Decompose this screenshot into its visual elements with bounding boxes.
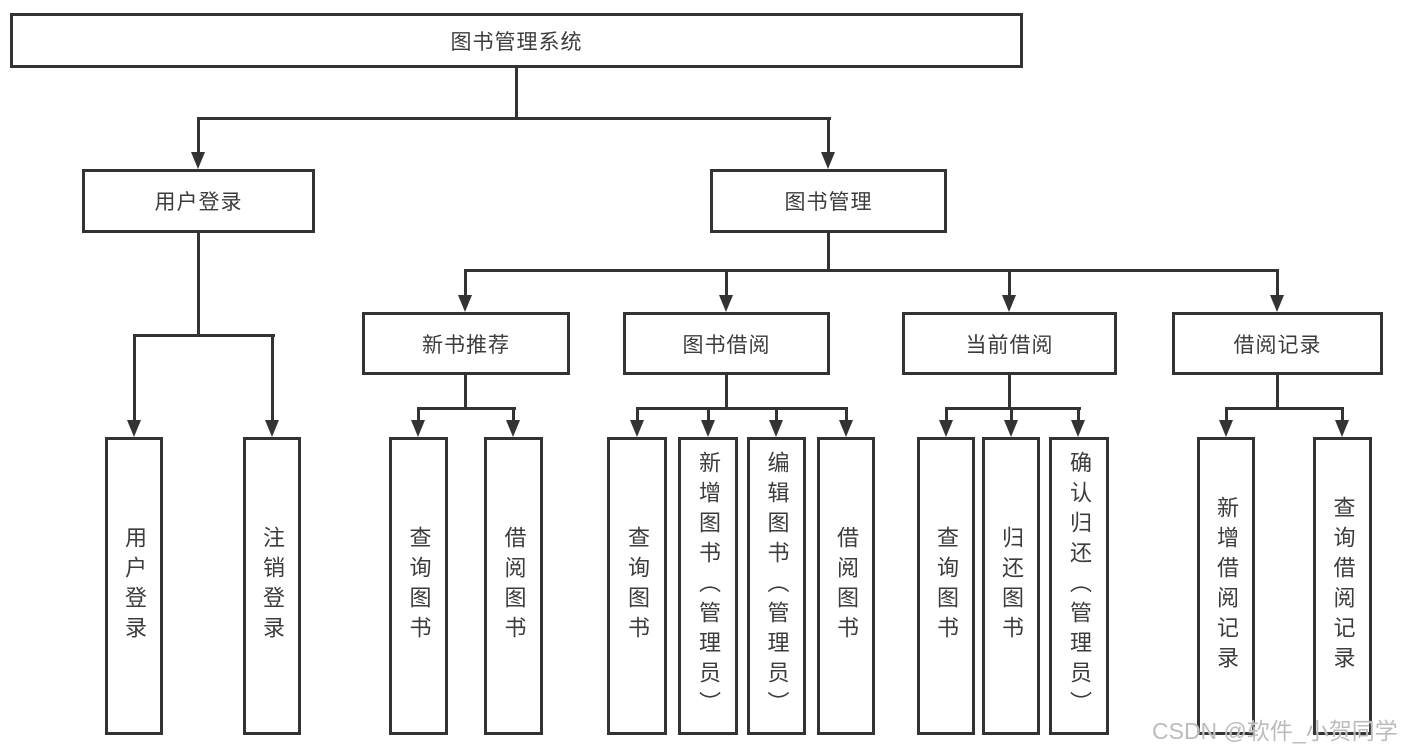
connector-line [197,117,831,120]
node-root-label: 图书管理系统 [450,30,583,54]
connector-line [636,407,847,410]
node-user-login: 用户登录 [82,169,315,233]
connector-line [945,407,1081,410]
node-book-management-label: 图书管理 [784,191,873,214]
connector-line [464,269,467,296]
connector-line [133,334,136,420]
connector-line [464,375,467,409]
node-book-borrow-label: 图书借阅 [682,333,771,357]
arrowhead-down-icon [1002,295,1016,312]
node-leaf-cb-return-books-label: 归还图书 [999,526,1024,646]
node-leaf-bb-borrow-books-label: 借阅图书 [834,526,859,646]
arrowhead-down-icon [630,420,644,437]
node-leaf-bb-borrow-books: 借阅图书 [817,437,875,735]
arrowhead-down-icon [1071,420,1085,437]
node-leaf-cb-confirm-return-admin: 确认归还（管理员） [1049,437,1109,735]
arrowhead-down-icon [1219,420,1233,437]
arrowhead-down-icon [701,420,715,437]
node-leaf-bb-edit-books-admin-label: 编辑图书（管理员） [764,451,790,721]
node-leaf-user-login-label: 用户登录 [122,526,147,646]
connector-line [1077,407,1080,421]
connector-line [515,68,518,118]
connector-line [1276,269,1279,296]
node-current-borrow-label: 当前借阅 [965,333,1054,357]
watermark: CSDN @软件_小贺同学 [1152,718,1398,744]
node-leaf-br-add-record-label: 新增借阅记录 [1214,496,1239,676]
node-borrow-records: 借阅记录 [1172,312,1383,375]
node-leaf-cb-confirm-return-admin-label: 确认归还（管理员） [1067,451,1092,721]
arrowhead-down-icon [458,295,472,312]
connector-line [1341,407,1344,421]
arrowhead-down-icon [265,420,279,437]
arrowhead-down-icon [506,420,520,437]
arrowhead-down-icon [191,152,205,169]
node-leaf-br-query-record-label: 查询借阅记录 [1330,496,1356,676]
arrowhead-down-icon [719,295,733,312]
connector-line [1276,375,1279,409]
node-leaf-cb-query-books-label: 查询图书 [934,526,959,646]
node-user-login-label: 用户登录 [154,191,243,214]
connector-line [725,269,728,296]
node-leaf-bb-add-books-admin: 新增图书（管理员） [678,437,738,735]
connector-line [1225,407,1228,421]
connector-line [1010,407,1013,421]
arrowhead-down-icon [839,420,853,437]
node-leaf-br-query-record: 查询借阅记录 [1313,437,1372,735]
arrowhead-down-icon [411,420,425,437]
connector-line [945,407,948,421]
connector-line [827,117,830,153]
node-leaf-nb-borrow-books: 借阅图书 [484,437,543,735]
connector-line [271,334,274,420]
connector-line [417,407,516,410]
connector-line [636,407,639,421]
arrowhead-down-icon [1004,420,1018,437]
node-new-book-recommend: 新书推荐 [362,312,570,375]
node-current-borrow: 当前借阅 [902,312,1117,375]
node-borrow-records-label: 借阅记录 [1233,333,1322,357]
node-leaf-bb-add-books-admin-label: 新增图书（管理员） [696,451,721,721]
node-leaf-bb-query-books: 查询图书 [607,437,667,735]
node-leaf-logout-label: 注销登录 [260,526,285,646]
node-leaf-nb-borrow-books-label: 借阅图书 [501,526,527,646]
arrowhead-down-icon [1335,420,1349,437]
node-leaf-cb-return-books: 归还图书 [982,437,1040,735]
node-new-book-recommend-label: 新书推荐 [422,333,510,357]
connector-line [845,407,848,421]
connector-line [707,407,710,421]
arrowhead-down-icon [1270,295,1284,312]
connector-line [133,334,275,337]
connector-line [197,233,200,336]
node-leaf-cb-query-books: 查询图书 [917,437,975,735]
connector-line [512,407,515,421]
node-leaf-nb-query-books: 查询图书 [389,437,448,735]
connector-line [1008,375,1011,409]
connector-line [1225,407,1344,410]
connector-line [197,117,200,153]
connector-line [417,407,420,421]
connector-line [775,407,778,421]
connector-line [464,269,1279,272]
node-leaf-br-add-record: 新增借阅记录 [1197,437,1255,735]
node-root: 图书管理系统 [10,13,1023,68]
connector-line [827,233,830,272]
node-leaf-bb-query-books-label: 查询图书 [625,526,650,646]
node-leaf-user-login: 用户登录 [105,437,163,735]
node-book-management: 图书管理 [710,169,947,233]
node-leaf-logout: 注销登录 [243,437,301,735]
connector-line [725,375,728,409]
node-book-borrow: 图书借阅 [623,312,830,375]
arrowhead-down-icon [127,420,141,437]
connector-line [1008,269,1011,296]
arrowhead-down-icon [821,152,835,169]
node-leaf-nb-query-books-label: 查询图书 [406,526,432,646]
node-leaf-bb-edit-books-admin: 编辑图书（管理员） [747,437,806,735]
arrowhead-down-icon [769,420,783,437]
arrowhead-down-icon [939,420,953,437]
